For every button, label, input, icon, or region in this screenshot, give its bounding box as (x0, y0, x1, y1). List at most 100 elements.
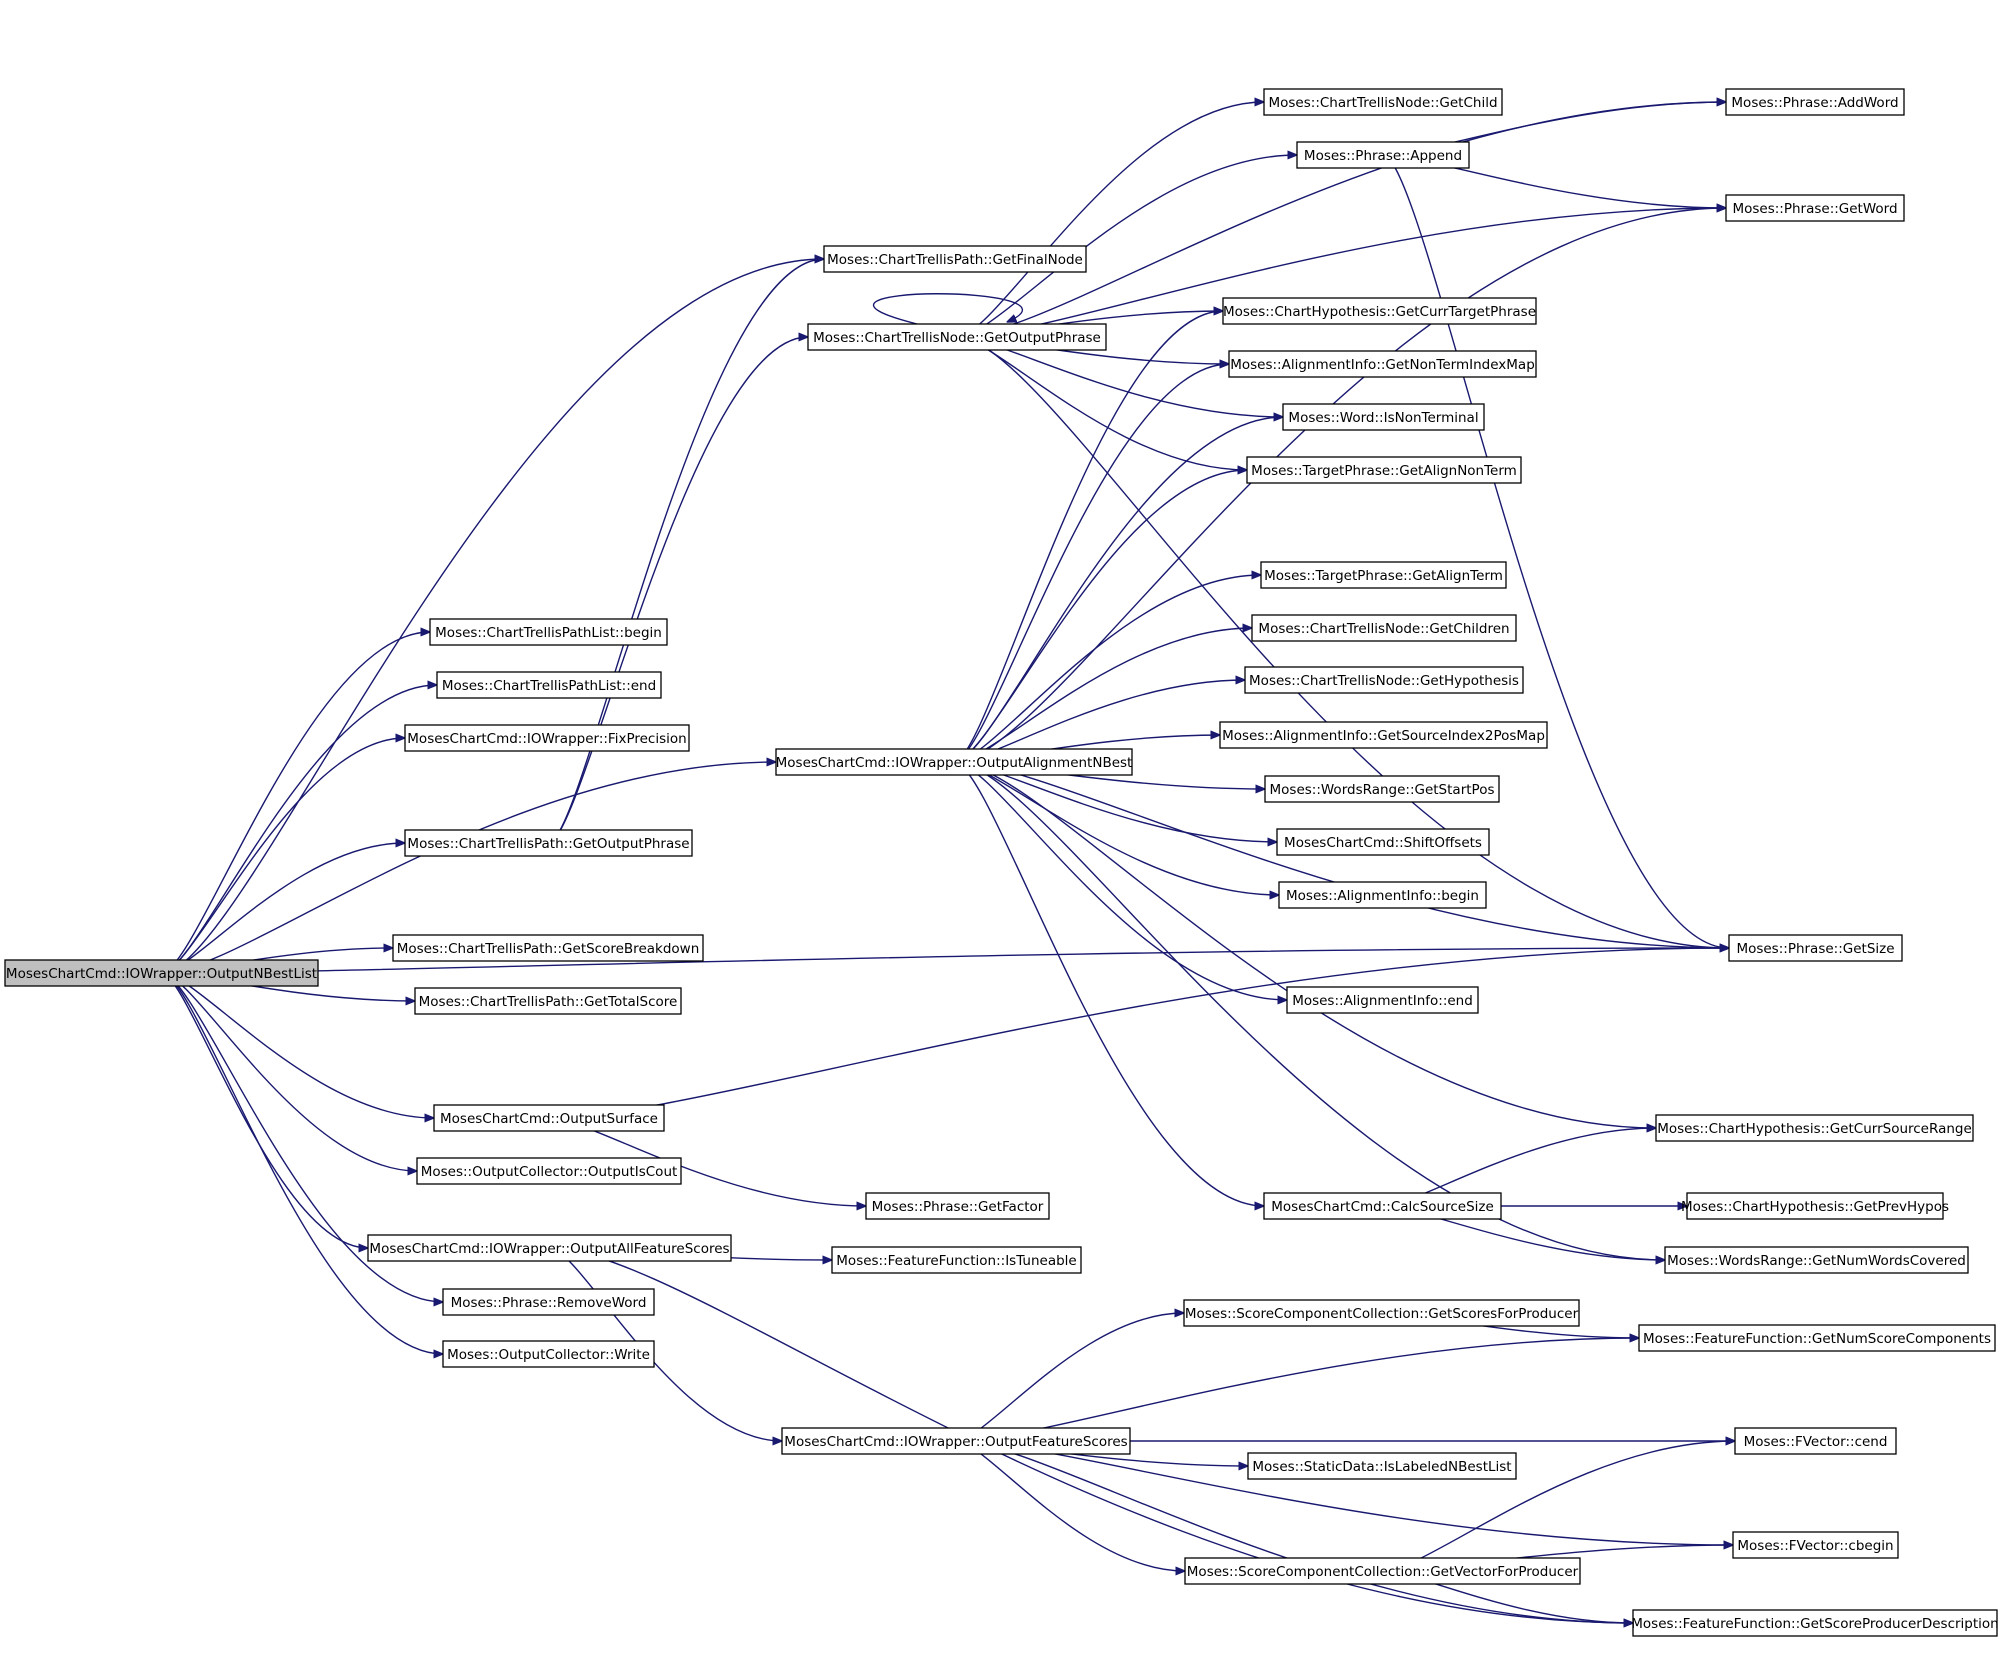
node-box[interactable] (1244, 666, 1524, 694)
graph-node[interactable]: MosesChartCmd::ShiftOffsets (1276, 828, 1490, 856)
graph-node[interactable]: Moses::ChartHypothesis::GetCurrTargetPhr… (1222, 297, 1537, 325)
graph-node[interactable]: Moses::ChartTrellisNode::GetChildren (1251, 614, 1517, 642)
graph-node[interactable]: Moses::ChartTrellisPath::GetFinalNode (823, 245, 1087, 273)
node-box[interactable] (831, 1246, 1082, 1274)
graph-node[interactable]: Moses::AlignmentInfo::end (1286, 986, 1479, 1014)
node-box[interactable] (1264, 775, 1500, 803)
graph-node[interactable]: Moses::ChartTrellisNode::GetHypothesis (1244, 666, 1524, 694)
node-box[interactable] (1278, 881, 1487, 909)
node-box[interactable] (404, 829, 693, 857)
graph-node[interactable]: Moses::ScoreComponentCollection::GetVect… (1184, 1557, 1581, 1585)
node-box[interactable] (436, 671, 662, 699)
graph-node[interactable]: Moses::Phrase::GetFactor (865, 1192, 1050, 1220)
node-box[interactable] (1734, 1427, 1897, 1455)
node-box[interactable] (1728, 934, 1903, 962)
node-box[interactable] (1638, 1324, 1996, 1352)
graph-node[interactable]: Moses::Phrase::GetWord (1725, 194, 1905, 222)
graph-node[interactable]: Moses::ChartTrellisPathList::end (436, 671, 662, 699)
node-box[interactable] (1228, 350, 1537, 378)
graph-node[interactable]: Moses::ChartHypothesis::GetCurrSourceRan… (1655, 1114, 1974, 1142)
node-box[interactable] (1251, 614, 1517, 642)
node-box[interactable] (1263, 88, 1503, 116)
node-box[interactable] (1282, 403, 1485, 431)
node-box[interactable] (807, 323, 1107, 351)
node-label: Moses::FeatureFunction::IsTuneable (836, 1253, 1076, 1269)
node-box[interactable] (1260, 561, 1507, 589)
graph-node[interactable]: Moses::ChartTrellisPathList::begin (429, 618, 668, 646)
node-box[interactable] (442, 1340, 655, 1368)
node-box[interactable] (367, 1234, 732, 1262)
node-box[interactable] (1276, 828, 1490, 856)
edge-moseschartcmd-iowrapper-outputnbestlist-to-moses-charttrellispathlist-begin (161, 632, 431, 974)
node-label: Moses::AlignmentInfo::GetSourceIndex2Pos… (1222, 728, 1545, 744)
graph-node[interactable]: Moses::ChartTrellisPath::GetScoreBreakdo… (392, 934, 704, 962)
graph-node[interactable]: Moses::Phrase::Append (1296, 141, 1470, 169)
graph-node[interactable]: Moses::Phrase::RemoveWord (442, 1288, 655, 1316)
graph-node[interactable]: MosesChartCmd::OutputSurface (433, 1104, 665, 1132)
graph-node[interactable]: Moses::OutputCollector::Write (442, 1340, 655, 1368)
node-box[interactable] (1725, 88, 1905, 116)
graph-node[interactable]: Moses::ChartHypothesis::GetPrevHypos (1681, 1192, 1949, 1220)
graph-node[interactable]: MosesChartCmd::IOWrapper::OutputNBestLis… (4, 959, 319, 987)
graph-node[interactable]: Moses::StaticData::IsLabeledNBestList (1247, 1452, 1517, 1480)
graph-node[interactable]: Moses::WordsRange::GetNumWordsCovered (1664, 1246, 1969, 1274)
graph-node[interactable]: Moses::TargetPhrase::GetAlignTerm (1260, 561, 1507, 589)
graph-node[interactable]: Moses::ChartTrellisNode::GetOutputPhrase (807, 323, 1107, 351)
graph-node[interactable]: Moses::ScoreComponentCollection::GetScor… (1183, 1299, 1580, 1327)
graph-node[interactable]: MosesChartCmd::IOWrapper::OutputFeatureS… (781, 1427, 1131, 1455)
node-box[interactable] (1184, 1557, 1581, 1585)
node-box[interactable] (1296, 141, 1470, 169)
graph-node[interactable]: Moses::ChartTrellisNode::GetChild (1263, 88, 1503, 116)
node-box[interactable] (433, 1104, 665, 1132)
graph-node[interactable]: MosesChartCmd::IOWrapper::OutputAlignmen… (775, 748, 1133, 776)
node-box[interactable] (1247, 1452, 1517, 1480)
node-box[interactable] (1732, 1531, 1899, 1559)
node-box[interactable] (429, 618, 668, 646)
node-label: Moses::WordsRange::GetStartPos (1270, 782, 1495, 798)
edge-moseschartcmd-iowrapper-outputalignmentnbest-to-moses-phrase-getword (953, 208, 1726, 763)
edge-moseschartcmd-iowrapper-outputnbestlist-to-moses-outputcollector-outputiscout (161, 972, 418, 1171)
node-box[interactable] (781, 1427, 1131, 1455)
graph-node[interactable]: Moses::AlignmentInfo::begin (1278, 881, 1487, 909)
node-box[interactable] (1686, 1192, 1944, 1220)
graph-node[interactable]: Moses::Phrase::GetSize (1728, 934, 1903, 962)
graph-node[interactable]: Moses::TargetPhrase::GetAlignNonTerm (1246, 456, 1522, 484)
node-box[interactable] (404, 724, 690, 752)
graph-node[interactable]: MosesChartCmd::IOWrapper::OutputAllFeatu… (367, 1234, 732, 1262)
node-label: Moses::Phrase::GetWord (1732, 201, 1897, 217)
node-box[interactable] (1664, 1246, 1969, 1274)
graph-node[interactable]: Moses::AlignmentInfo::GetNonTermIndexMap (1228, 350, 1537, 378)
graph-node[interactable]: Moses::FeatureFunction::GetScoreProducer… (1631, 1609, 1999, 1637)
node-box[interactable] (865, 1192, 1050, 1220)
node-box[interactable] (442, 1288, 655, 1316)
graph-node[interactable]: Moses::AlignmentInfo::GetSourceIndex2Pos… (1219, 721, 1548, 749)
node-box[interactable] (1725, 194, 1905, 222)
node-box[interactable] (1183, 1299, 1580, 1327)
node-box[interactable] (1263, 1192, 1502, 1220)
graph-node[interactable]: Moses::Word::IsNonTerminal (1282, 403, 1485, 431)
node-box[interactable] (392, 934, 704, 962)
node-box[interactable] (1286, 986, 1479, 1014)
graph-node[interactable]: Moses::FeatureFunction::IsTuneable (831, 1246, 1082, 1274)
edge-moseschartcmd-iowrapper-outputnbestlist-to-moses-charttrellispath-getfinalnode (161, 259, 825, 974)
graph-node[interactable]: Moses::FVector::cend (1734, 1427, 1897, 1455)
node-box[interactable] (1246, 456, 1522, 484)
node-box[interactable] (1655, 1114, 1974, 1142)
graph-node[interactable]: Moses::OutputCollector::OutputIsCout (416, 1157, 682, 1185)
node-box[interactable] (1632, 1609, 1998, 1637)
node-box[interactable] (414, 987, 682, 1015)
graph-node[interactable]: MosesChartCmd::IOWrapper::FixPrecision (404, 724, 690, 752)
graph-node[interactable]: Moses::WordsRange::GetStartPos (1264, 775, 1500, 803)
graph-node[interactable]: Moses::FVector::cbegin (1732, 1531, 1899, 1559)
graph-node[interactable]: Moses::ChartTrellisPath::GetOutputPhrase (404, 829, 693, 857)
node-box[interactable] (1219, 721, 1548, 749)
graph-node[interactable]: MosesChartCmd::CalcSourceSize (1263, 1192, 1502, 1220)
node-box[interactable] (775, 748, 1133, 776)
root-node-box[interactable] (4, 959, 319, 987)
graph-node[interactable]: Moses::ChartTrellisPath::GetTotalScore (414, 987, 682, 1015)
graph-node[interactable]: Moses::Phrase::AddWord (1725, 88, 1905, 116)
graph-node[interactable]: Moses::FeatureFunction::GetNumScoreCompo… (1638, 1324, 1996, 1352)
node-box[interactable] (823, 245, 1087, 273)
node-box[interactable] (1222, 297, 1537, 325)
node-box[interactable] (416, 1157, 682, 1185)
